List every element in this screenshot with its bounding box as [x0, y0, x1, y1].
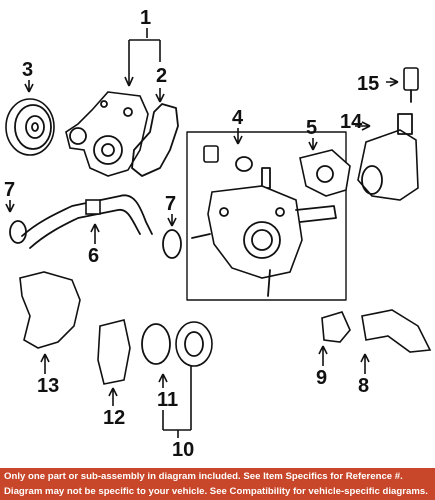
parts-diagram: 1 2 3 4 5 6 7 7 8 9 10 11 12 13 14 15 [4, 7, 432, 461]
callout-4: 4 [232, 107, 244, 129]
leader-lines [5, 28, 399, 438]
assembly-box [186, 131, 347, 301]
callout-5: 5 [306, 117, 317, 139]
bypass-pipe-part [21, 194, 153, 249]
callout-11: 11 [157, 389, 178, 411]
callout-14: 14 [340, 111, 363, 133]
inlet-pipe-part [97, 319, 131, 385]
bracket-part [19, 271, 81, 349]
disclaimer-line-2: Diagram may not be specific to your vehi… [4, 486, 428, 497]
disclaimer-footer: Only one part or sub-assembly in diagram… [0, 468, 435, 500]
outlet-pipe-part [361, 309, 432, 353]
callout-12: 12 [103, 407, 125, 429]
o-ring-left-part [9, 220, 27, 244]
housing-gasket-hole [316, 165, 334, 183]
water-outlet-part [357, 113, 419, 201]
temperature-sensor-part [403, 67, 419, 103]
outlet-gasket-part [321, 311, 351, 343]
water-pump-part [65, 91, 149, 177]
callout-13: 13 [37, 375, 59, 397]
callout-8: 8 [358, 375, 369, 397]
thermostat-part [175, 321, 213, 367]
pump-gasket-part [131, 103, 179, 177]
callout-7b: 7 [165, 193, 176, 215]
callout-9: 9 [316, 367, 327, 389]
o-ring-right-part [162, 229, 182, 259]
housing-gasket-part [299, 149, 351, 197]
callout-7a: 7 [4, 179, 15, 201]
callout-2: 2 [156, 65, 167, 87]
pulley-part [5, 98, 55, 156]
thermostat-gasket-part [141, 323, 171, 365]
callout-15: 15 [357, 73, 379, 95]
callout-3: 3 [22, 59, 33, 81]
thermostat-housing-part [191, 145, 337, 297]
callout-1: 1 [140, 7, 151, 29]
callout-10: 10 [172, 439, 194, 461]
disclaimer-line-1: Only one part or sub-assembly in diagram… [4, 471, 403, 482]
callout-6: 6 [88, 245, 99, 267]
